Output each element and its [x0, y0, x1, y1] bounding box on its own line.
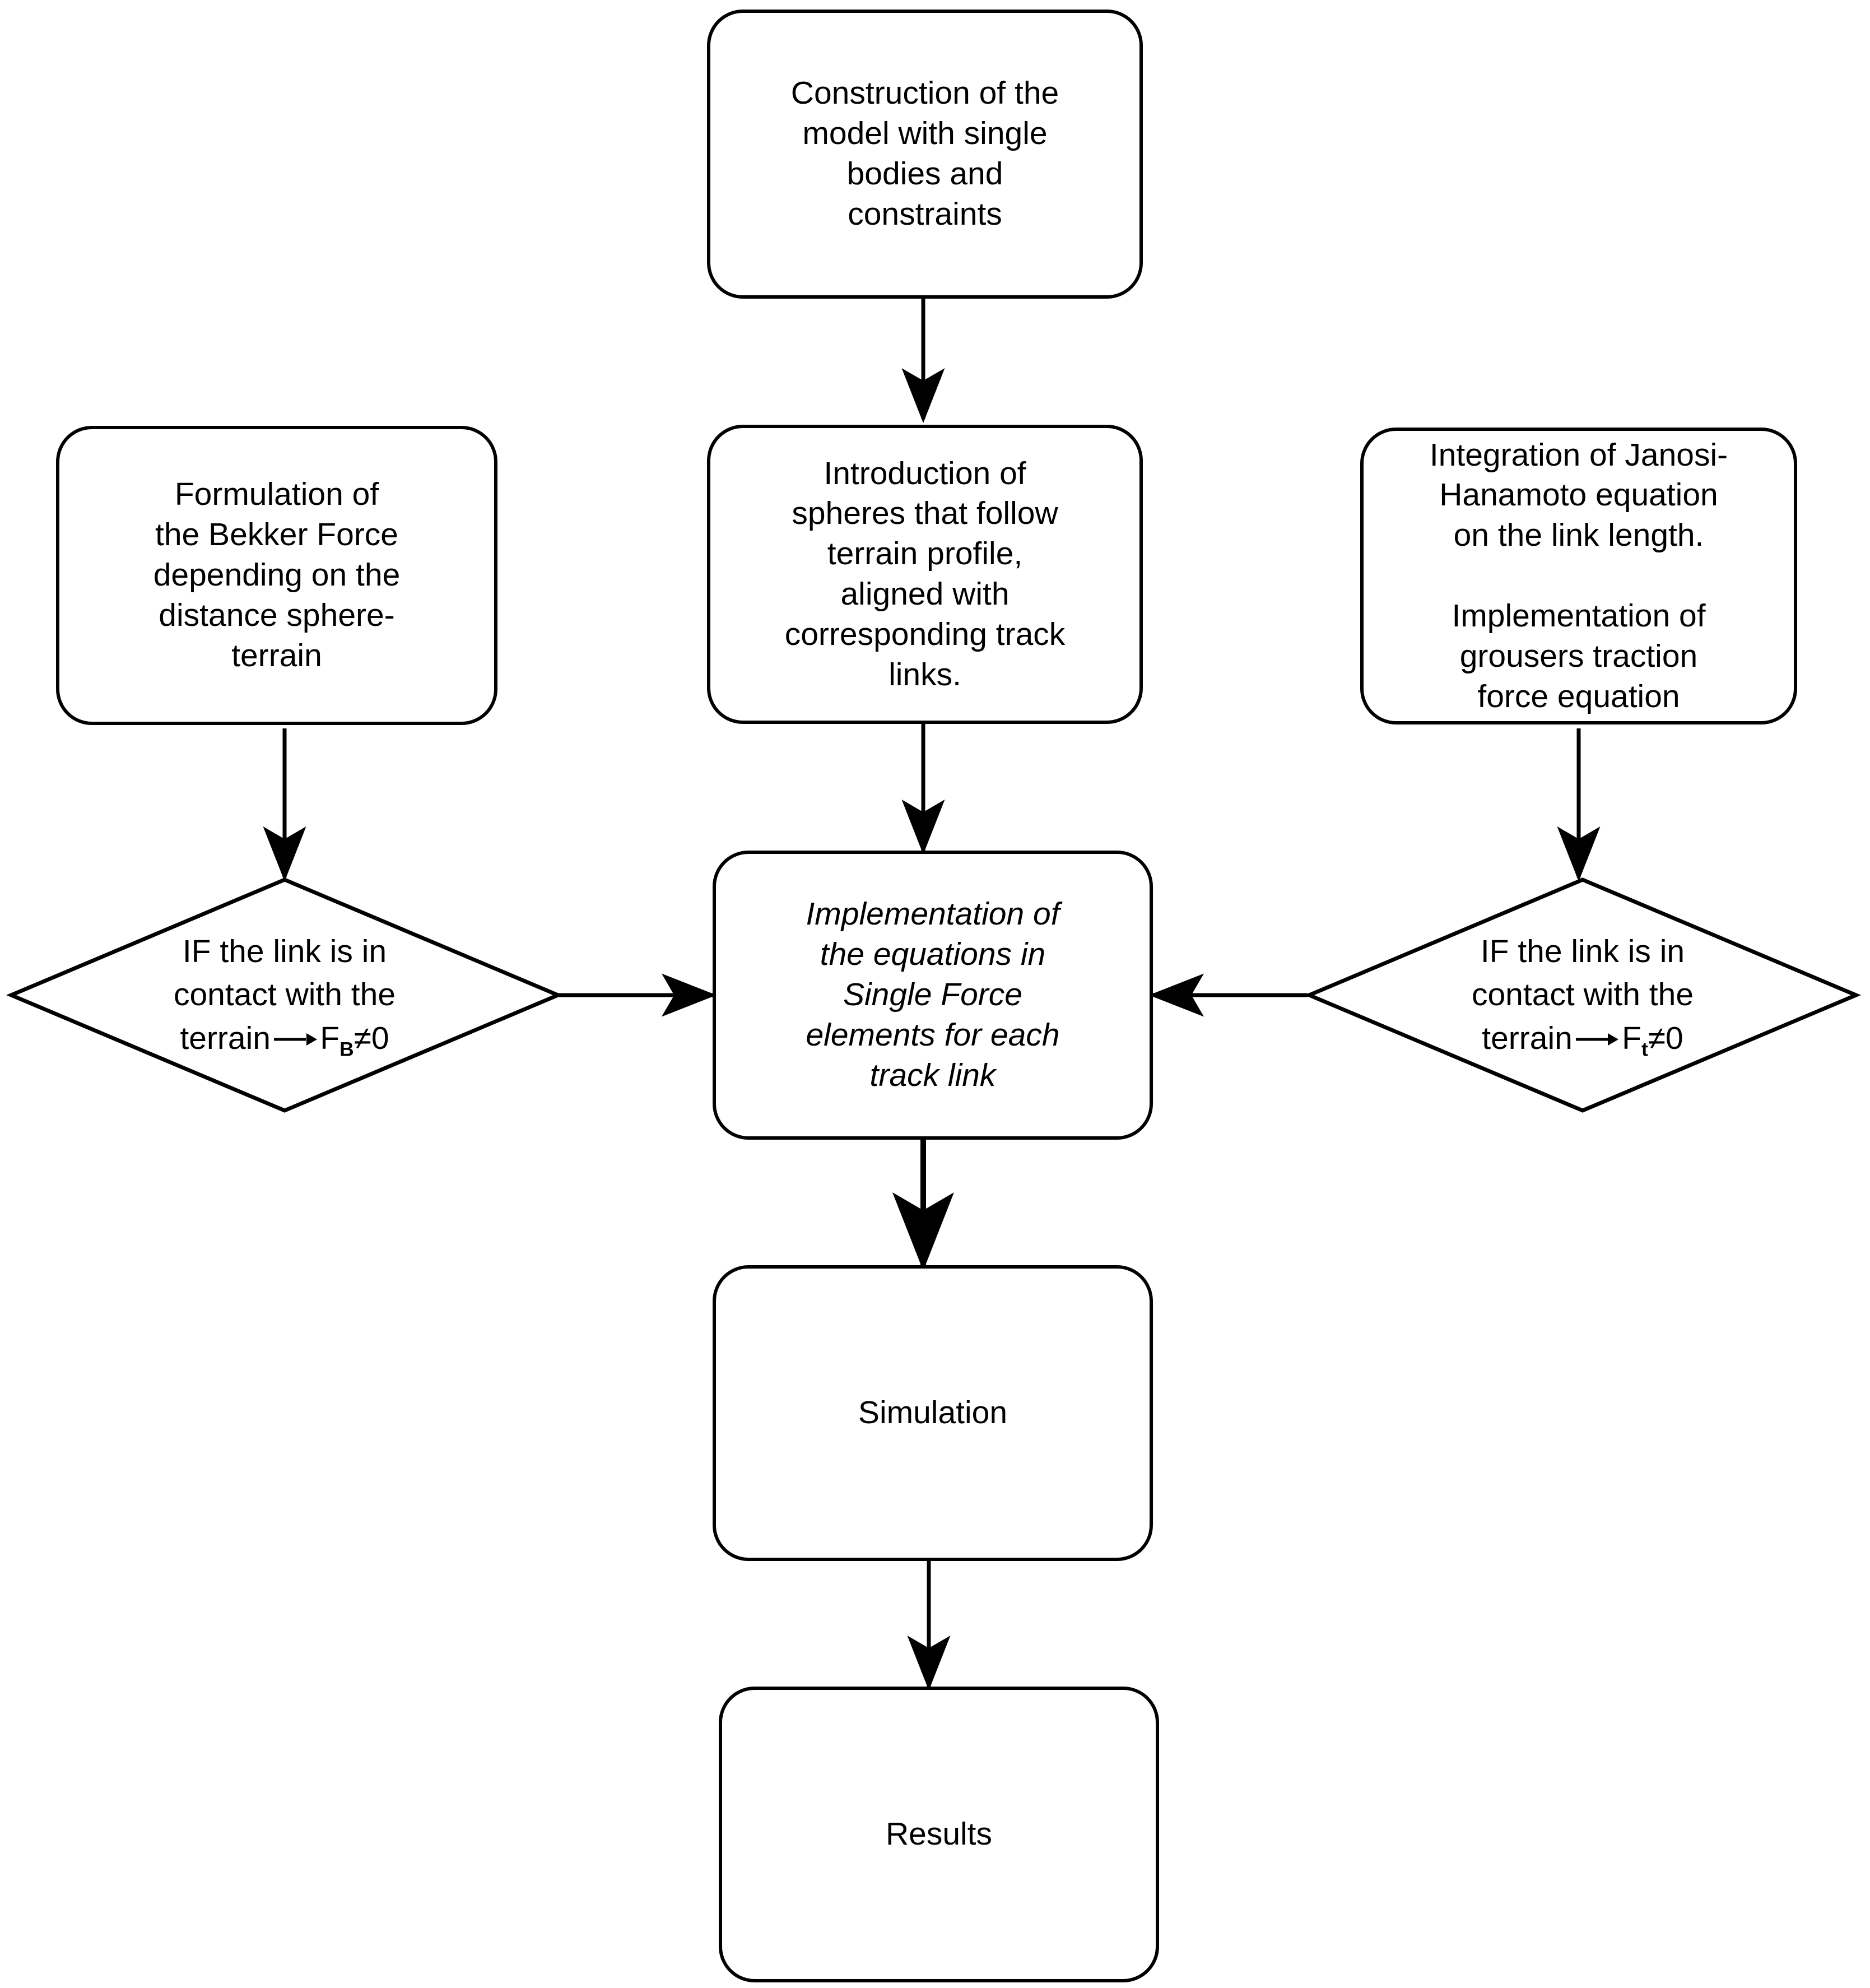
- decision-right-shape: [1304, 877, 1861, 1113]
- node-results[interactable]: Results: [719, 1687, 1159, 1982]
- node-simulation[interactable]: Simulation: [713, 1265, 1153, 1561]
- node-construction[interactable]: Construction of the model with single bo…: [707, 10, 1143, 299]
- node-spheres-label: Introduction of spheres that follow terr…: [784, 455, 1066, 693]
- node-simulation-label: Simulation: [858, 1395, 1008, 1431]
- node-decision-right[interactable]: IF the link is in contact with the terra…: [1304, 877, 1861, 1113]
- node-implementation-label: Implementation of the equations in Singl…: [806, 896, 1060, 1093]
- node-janosi-hanamoto-label: Integration of Janosi- Hanamoto equation…: [1429, 436, 1728, 714]
- decision-left-shape: [6, 877, 563, 1113]
- node-decision-left[interactable]: IF the link is in contact with the terra…: [6, 877, 563, 1113]
- node-bekker-force-label: Formulation of the Bekker Force dependin…: [153, 476, 401, 673]
- node-results-label: Results: [885, 1816, 993, 1852]
- node-spheres[interactable]: Introduction of spheres that follow terr…: [707, 425, 1143, 724]
- edge-implementation-to-simulation: [892, 1140, 954, 1271]
- node-bekker-force[interactable]: Formulation of the Bekker Force dependin…: [56, 426, 497, 725]
- node-construction-label: Construction of the model with single bo…: [790, 75, 1059, 232]
- node-implementation[interactable]: Implementation of the equations in Singl…: [713, 851, 1153, 1140]
- node-janosi-hanamoto[interactable]: Integration of Janosi- Hanamoto equation…: [1360, 428, 1797, 724]
